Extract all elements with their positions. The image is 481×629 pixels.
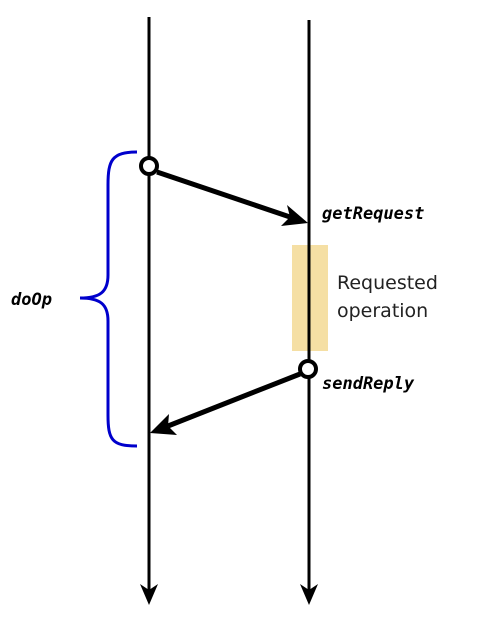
get-request-label: getRequest bbox=[322, 204, 424, 224]
do-op-brace bbox=[79, 150, 138, 448]
server-send-point bbox=[298, 359, 318, 379]
client-send-point bbox=[139, 156, 159, 176]
requested-operation-label-line1: Requested bbox=[337, 272, 438, 294]
reply-arrow-head bbox=[150, 414, 177, 435]
send-reply-label: sendReply bbox=[322, 374, 415, 394]
client-timeline-down-arrow-icon bbox=[140, 584, 158, 605]
request-arrow bbox=[156, 169, 291, 220]
request-arrow-head bbox=[281, 205, 308, 226]
requested-operation-label-line2: operation bbox=[337, 300, 428, 322]
reply-arrow bbox=[167, 371, 301, 429]
do-op-label: doOp bbox=[11, 290, 52, 310]
server-timeline-down-arrow-icon bbox=[300, 584, 318, 605]
